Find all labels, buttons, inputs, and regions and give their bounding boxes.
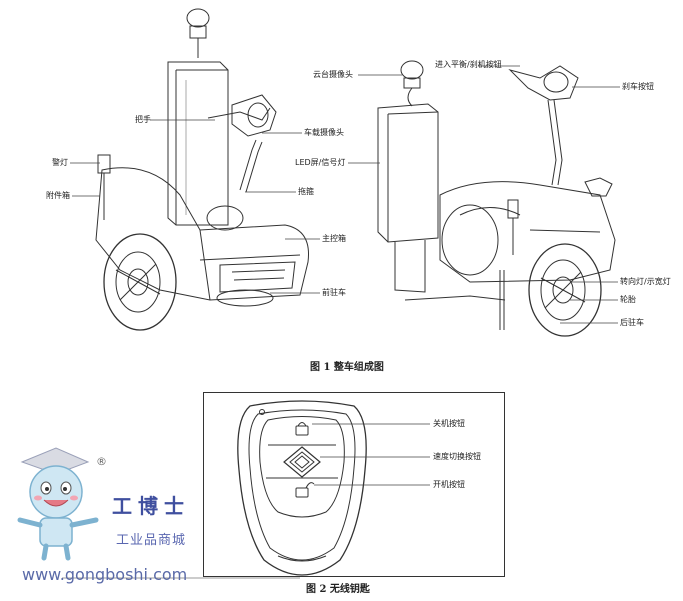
watermark-url: www.gongboshi.com <box>22 565 188 584</box>
label-belt: 拖箍 <box>298 187 314 196</box>
figure2-caption: 图 2 无线钥匙 <box>306 584 370 595</box>
figure2-frame <box>203 392 505 577</box>
label-led-screen: LED屏/信号灯 <box>295 158 346 167</box>
label-speed-switch: 速度切换按钮 <box>433 452 481 461</box>
label-power-off: 关机按钮 <box>433 419 465 428</box>
label-brake-button: 刹车按钮 <box>622 82 654 91</box>
figure1-caption: 图 1 整车组成图 <box>310 362 384 373</box>
label-power-on: 开机按钮 <box>433 480 465 489</box>
label-main-control-box: 主控箱 <box>322 234 346 243</box>
label-accessory-box: 附件箱 <box>46 191 70 200</box>
label-turn-signal: 转向灯/示宽灯 <box>620 277 671 286</box>
watermark-brand: 工博士 <box>112 494 190 518</box>
registered-mark: ® <box>96 455 107 468</box>
watermark-subtitle: 工业品商城 <box>116 533 187 548</box>
label-vehicle-camera: 车载摄像头 <box>304 128 344 137</box>
label-pan-tilt-camera: 云台摄像头 <box>313 70 353 79</box>
label-balance-button: 进入平衡/刹机按钮 <box>435 60 502 69</box>
label-warning-light: 警灯 <box>52 158 68 167</box>
label-handle: 把手 <box>135 115 151 124</box>
label-tire: 轮胎 <box>620 295 636 304</box>
label-front-parking: 前驻车 <box>322 288 346 297</box>
label-rear-parking: 后驻车 <box>620 318 644 327</box>
